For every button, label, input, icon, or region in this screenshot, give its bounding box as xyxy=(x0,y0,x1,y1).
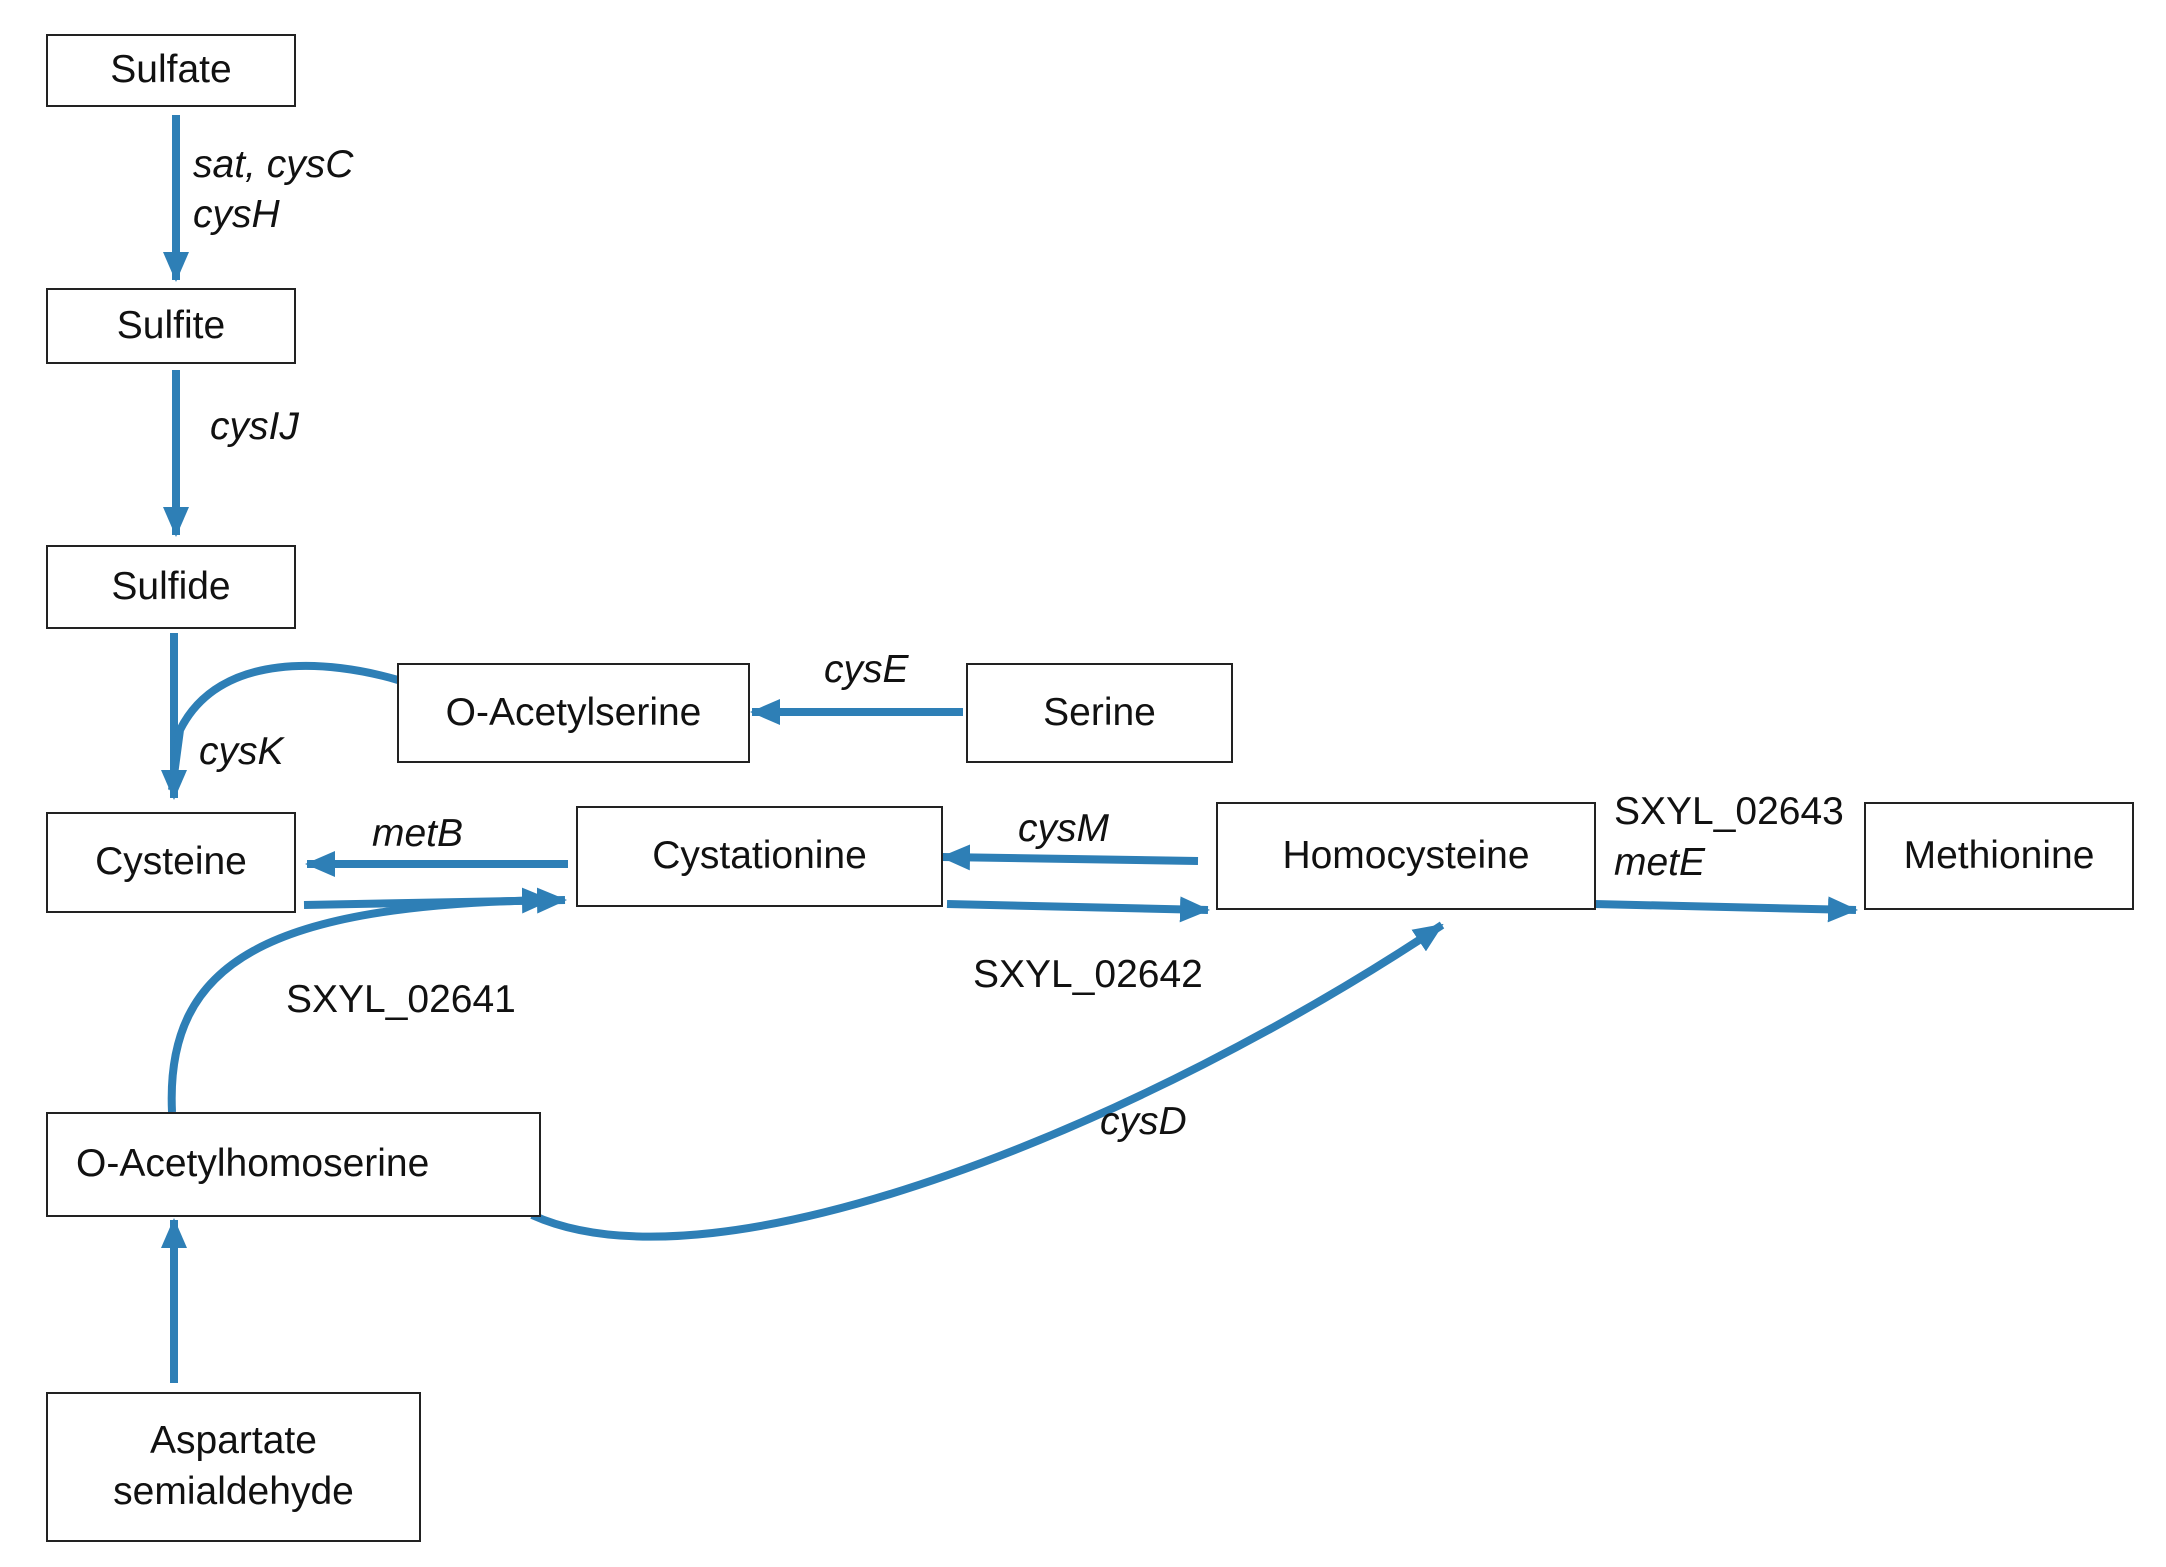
node-sulfide-label: Sulfide xyxy=(111,564,231,608)
enzyme-label-cysh: cysH xyxy=(193,193,280,236)
curve-oacetylhomoserine-to-cystationine xyxy=(167,887,552,1113)
node-sulfate: Sulfate xyxy=(46,34,296,107)
gene-label-sxyl-02643: SXYL_02643 xyxy=(1614,790,1844,833)
node-cysteine-label: Cysteine xyxy=(95,840,247,884)
node-methionine-label: Methionine xyxy=(1903,833,2095,877)
arrow-homocysteine-to-cystationine xyxy=(940,844,1199,871)
enzyme-label-metb: metB xyxy=(372,812,464,855)
gene-label-sxyl-02642: SXYL_02642 xyxy=(973,953,1203,996)
node-serine: Serine xyxy=(966,663,1233,763)
node-cystationine: Cystationine xyxy=(576,806,943,907)
node-cystationine-label: Cystationine xyxy=(652,834,867,878)
node-aspartate-semialdehyde: Aspartate semialdehyde xyxy=(46,1392,421,1542)
node-cysteine: Cysteine xyxy=(46,812,296,913)
node-o-acetylserine-label: O-Acetylserine xyxy=(445,690,702,734)
enzyme-label-cyse: cysE xyxy=(824,648,909,691)
node-o-acetylhomoserine-label: O-Acetylhomoserine xyxy=(76,1142,430,1186)
node-o-acetylserine: O-Acetylserine xyxy=(397,663,750,763)
node-sulfate-label: Sulfate xyxy=(110,48,232,92)
enzyme-label-cysd: cysD xyxy=(1100,1100,1187,1143)
arrow-cystationine-to-homocysteine xyxy=(946,896,1210,923)
node-sulfite: Sulfite xyxy=(46,288,296,364)
enzyme-label-cysk: cysK xyxy=(199,730,284,773)
enzyme-label-mete: metE xyxy=(1614,841,1706,884)
node-sulfide: Sulfide xyxy=(46,545,296,629)
gene-label-sxyl-02641: SXYL_02641 xyxy=(286,978,516,1021)
node-o-acetylhomoserine: O-Acetylhomoserine xyxy=(46,1112,541,1217)
curve-oacetylserine-to-cysteine xyxy=(168,661,400,791)
node-aspartate-semialdehyde-label: Aspartate semialdehyde xyxy=(113,1419,354,1513)
node-homocysteine: Homocysteine xyxy=(1216,802,1596,910)
enzyme-label-cysij: cysIJ xyxy=(210,405,299,448)
enzyme-label-sat-cysc: sat, cysC xyxy=(193,143,354,186)
node-methionine: Methionine xyxy=(1864,802,2134,910)
node-serine-label: Serine xyxy=(1043,690,1156,734)
node-homocysteine-label: Homocysteine xyxy=(1282,833,1530,877)
arrow-homocysteine-to-methionine xyxy=(1593,896,1858,923)
enzyme-label-cysm: cysM xyxy=(1018,807,1109,850)
curve-oacetylhomoserine-to-homocysteine xyxy=(530,921,1445,1241)
node-sulfite-label: Sulfite xyxy=(116,303,226,347)
